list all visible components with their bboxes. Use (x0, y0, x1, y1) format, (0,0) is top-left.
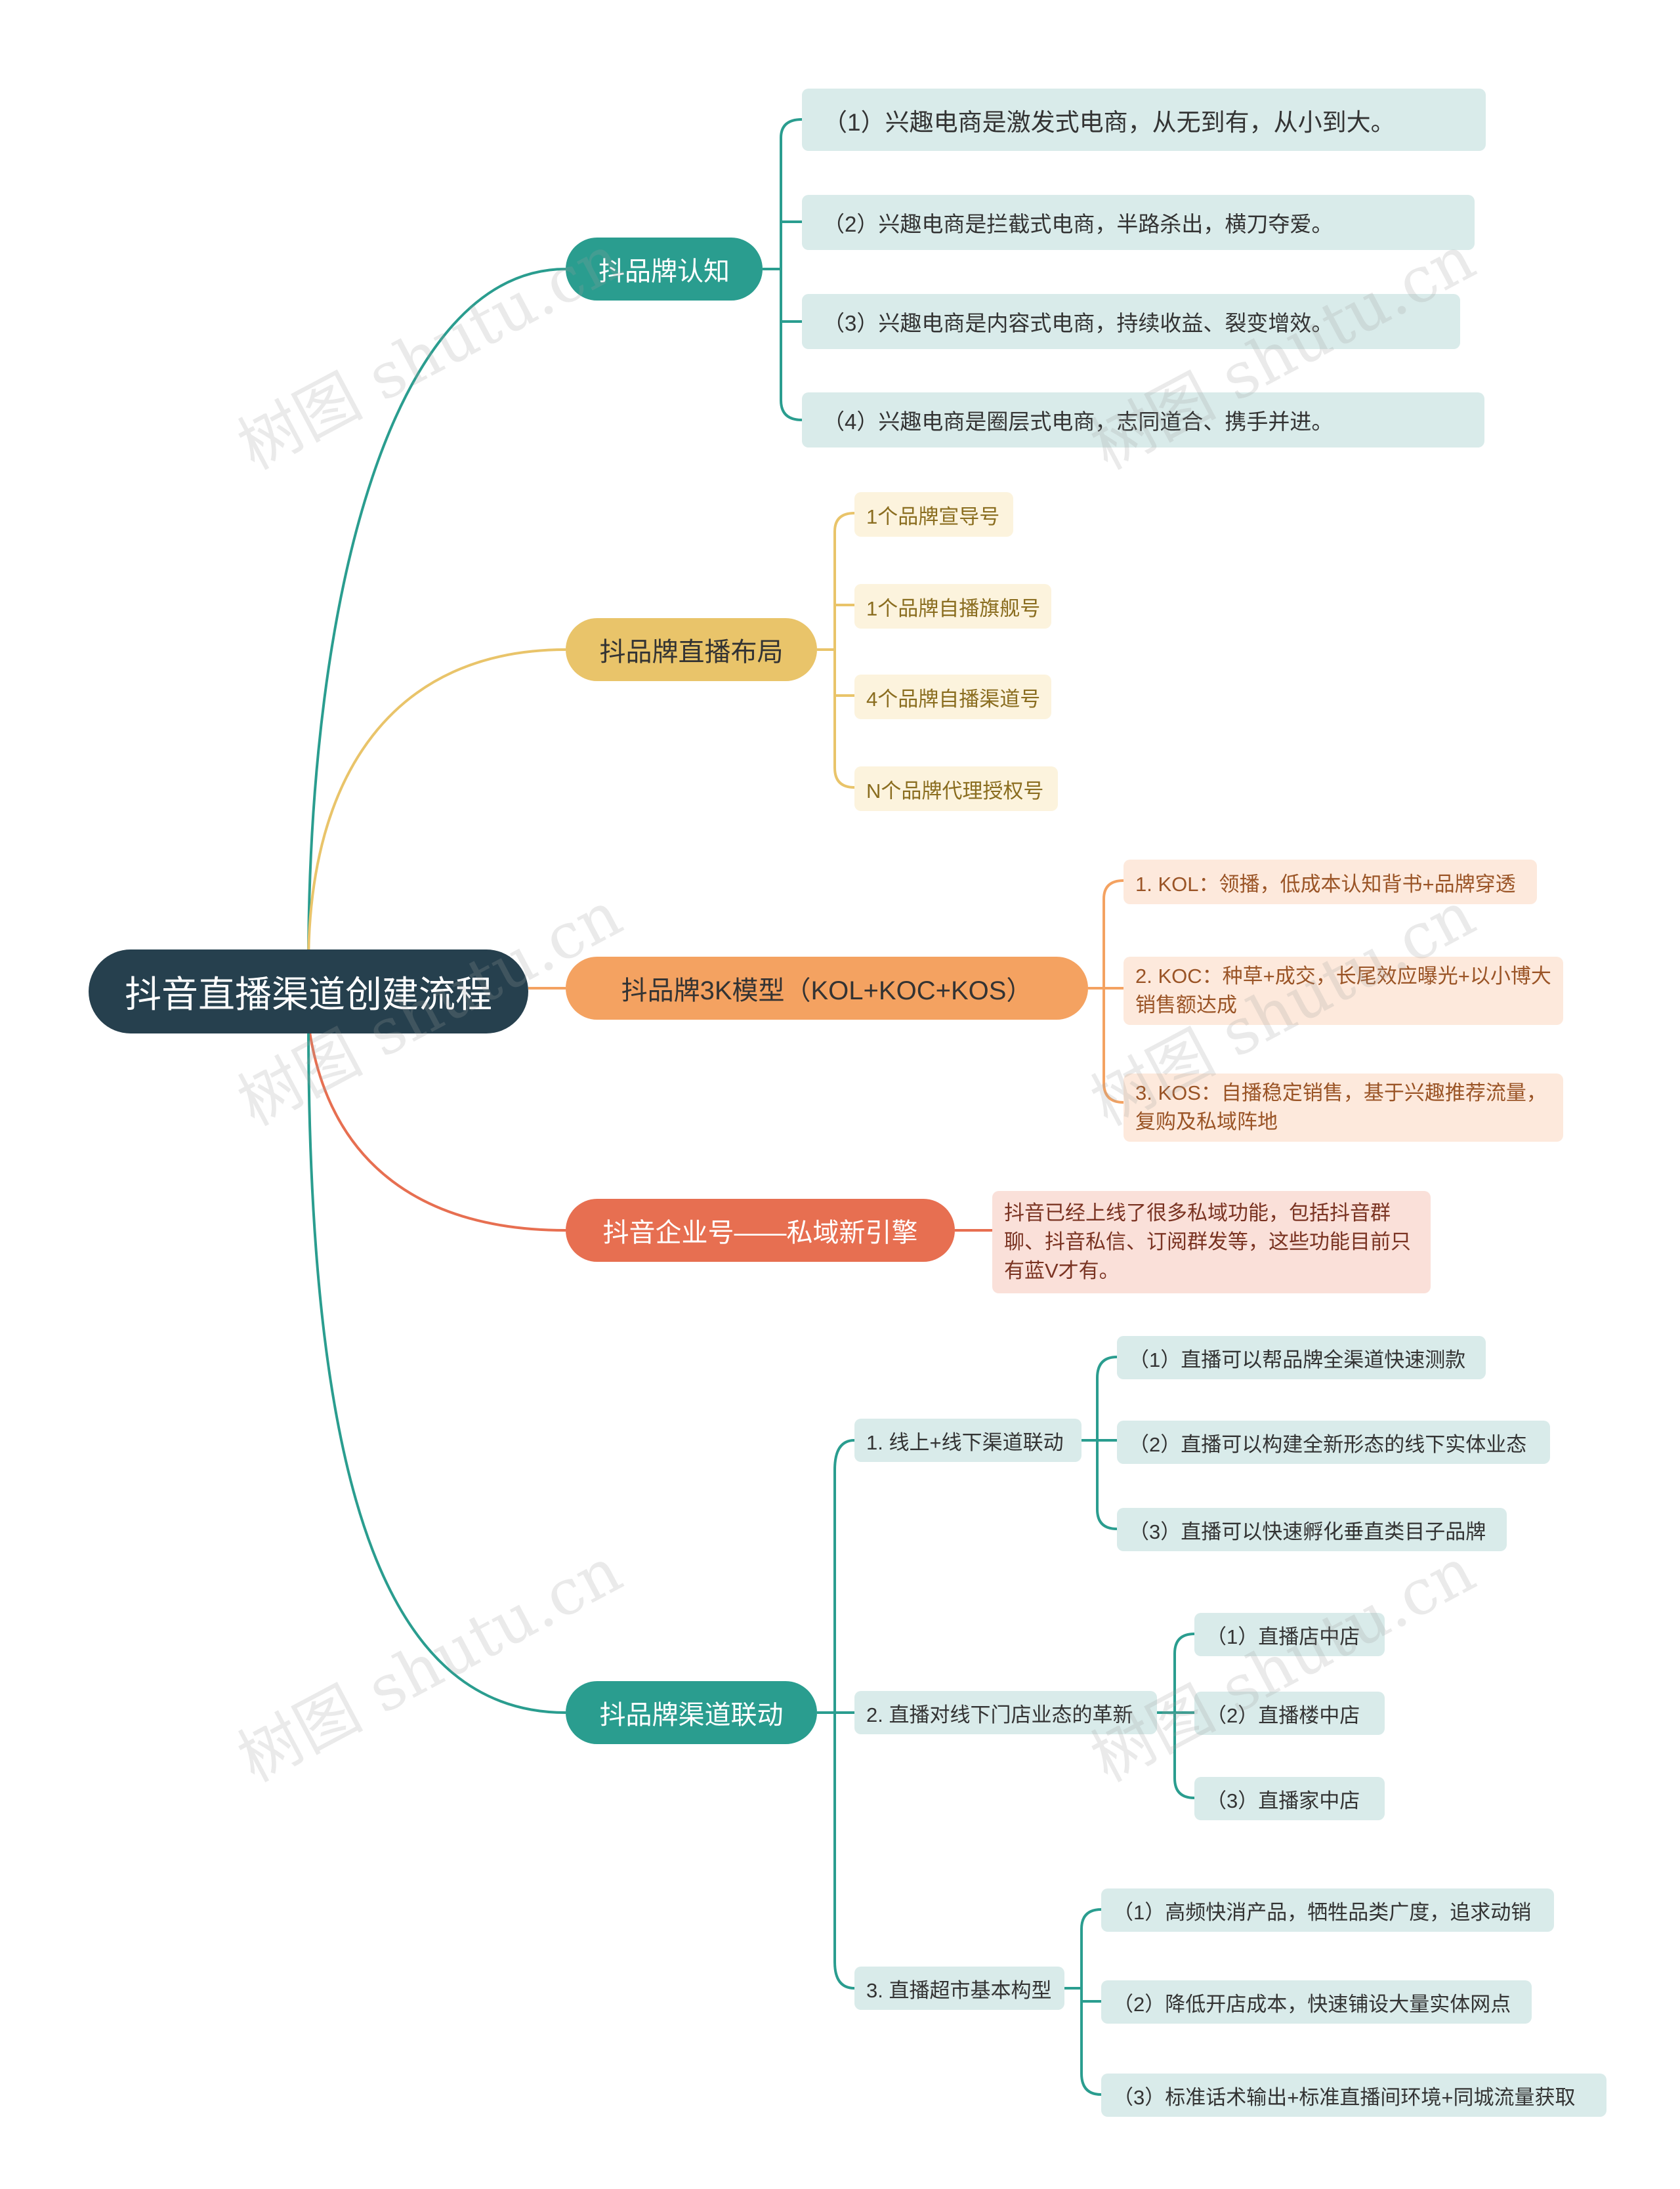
connector-b1-bracket (763, 118, 803, 421)
leaf-b4-1[interactable]: 抖音已经上线了很多私域功能，包括抖音群聊、抖音私信、订阅群发等，这些功能目前只有… (992, 1191, 1431, 1293)
leaf-b5-1-1[interactable]: （1）直播可以帮品牌全渠道快速测款 (1117, 1336, 1486, 1379)
leaf-b5-2-3[interactable]: （3）直播家中店 (1194, 1777, 1385, 1820)
connector-b5-bracket (817, 1439, 855, 1990)
connector-root-b2 (307, 648, 566, 965)
leaf-b1-1[interactable]: （1）兴趣电商是激发式电商，从无到有，从小到大。 (802, 89, 1486, 151)
leaf-b5-2-1[interactable]: （1）直播店中店 (1194, 1613, 1385, 1656)
leaf-b3-2[interactable]: 2. KOC：种草+成交，长尾效应曝光+以小博大销售额达成 (1124, 957, 1563, 1025)
leaf-b3-1[interactable]: 1. KOL：领播，低成本认知背书+品牌穿透 (1124, 860, 1537, 904)
leaf-b2-2[interactable]: 1个品牌自播旗舰号 (854, 584, 1051, 629)
leaf-b5-1-3[interactable]: （3）直播可以快速孵化垂直类目子品牌 (1117, 1508, 1507, 1551)
sub-b5-2[interactable]: 2. 直播对线下门店业态的革新 (854, 1691, 1157, 1734)
connector-b5-sub2 (1157, 1633, 1195, 1799)
sub-b5-1[interactable]: 1. 线上+线下渠道联动 (854, 1419, 1082, 1462)
leaf-b2-4[interactable]: N个品牌代理授权号 (854, 766, 1058, 811)
leaf-b3-3[interactable]: 3. KOS：自播稳定销售，基于兴趣推荐流量，复购及私域阵地 (1124, 1074, 1563, 1142)
leaf-b1-2[interactable]: （2）兴趣电商是拦截式电商，半路杀出，横刀夺爱。 (802, 195, 1475, 250)
leaf-b1-4[interactable]: （4）兴趣电商是圈层式电商，志同道合、携手并进。 (802, 392, 1484, 448)
connector-b1-items (780, 220, 802, 323)
branch-3k-model[interactable]: 抖品牌3K模型（KOL+KOC+KOS） (566, 957, 1088, 1020)
leaf-b5-2-2[interactable]: （2）直播楼中店 (1194, 1692, 1385, 1735)
connector-b2-bracket (817, 512, 855, 789)
leaf-b5-3-2[interactable]: （2）降低开店成本，快速铺设大量实体网点 (1101, 1980, 1532, 2024)
leaf-b5-3-3[interactable]: （3）标准话术输出+标准直播间环境+同城流量获取 (1101, 2074, 1606, 2117)
connector-b5-sub1 (1082, 1356, 1118, 1530)
branch-enterprise-account[interactable]: 抖音企业号——私域新引擎 (566, 1199, 955, 1262)
sub-b5-3[interactable]: 3. 直播超市基本构型 (854, 1967, 1064, 2010)
connector-root-b5 (307, 1023, 566, 1714)
connector-root-b1 (307, 268, 566, 965)
leaf-b1-3[interactable]: （3）兴趣电商是内容式电商，持续收益、裂变增效。 (802, 294, 1460, 349)
connector-root-b4 (307, 1023, 566, 1232)
leaf-b2-3[interactable]: 4个品牌自播渠道号 (854, 675, 1051, 719)
leaf-b5-1-2[interactable]: （2）直播可以构建全新形态的线下实体业态 (1117, 1421, 1550, 1464)
leaf-b2-1[interactable]: 1个品牌宣导号 (854, 492, 1013, 537)
branch-live-layout[interactable]: 抖品牌直播布局 (566, 618, 817, 681)
branch-channel-linkage[interactable]: 抖品牌渠道联动 (566, 1681, 817, 1744)
branch-brand-awareness[interactable]: 抖品牌认知 (566, 238, 763, 301)
connector-b5-sub3 (1064, 1908, 1102, 2096)
leaf-b5-3-1[interactable]: （1）高频快消产品，牺牲品类广度，追求动销 (1101, 1888, 1554, 1932)
connector-b3-bracket (1088, 879, 1124, 1104)
root-topic[interactable]: 抖音直播渠道创建流程 (89, 949, 528, 1033)
